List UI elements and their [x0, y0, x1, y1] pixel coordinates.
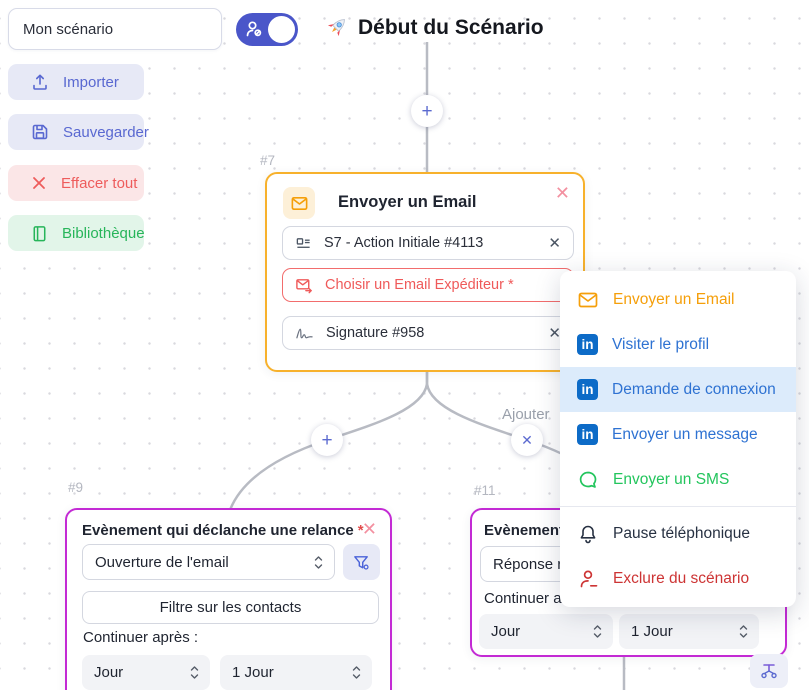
- save-button[interactable]: Sauvegarder: [8, 114, 149, 150]
- x-icon: ✕: [521, 432, 533, 448]
- scenario-name-input[interactable]: [8, 8, 222, 50]
- delay-amount-select[interactable]: 1 Jour: [619, 614, 759, 649]
- delay-amount-value: 1 Jour: [232, 664, 274, 681]
- envelope-icon: [577, 289, 599, 311]
- menu-item-label: Demande de connexion: [612, 380, 776, 398]
- envelope-arrow-icon: [295, 276, 313, 294]
- menu-divider: [560, 506, 796, 507]
- plus-icon: +: [321, 429, 333, 451]
- auto-layout-button[interactable]: [750, 654, 788, 688]
- node-id-label: #9: [68, 480, 84, 495]
- clear-field-icon[interactable]: ✕: [548, 235, 561, 252]
- chat-bubble-icon: [577, 469, 599, 491]
- chevron-updown-icon: [313, 554, 324, 571]
- chevron-updown-icon: [592, 623, 603, 640]
- page-title: Début du Scénario: [358, 15, 544, 39]
- delay-unit-select[interactable]: Jour: [479, 614, 613, 649]
- email-step-node: Envoyer un Email ✕ S7 - Action Initiale …: [265, 172, 585, 372]
- event-filter-button[interactable]: [343, 544, 380, 580]
- add-branch-button[interactable]: +: [311, 424, 343, 456]
- upload-icon: [30, 72, 50, 92]
- sender-email-select[interactable]: Choisir un Email Expéditeur *: [282, 268, 574, 302]
- add-branch-tooltip: Ajouter: [502, 406, 550, 423]
- delay-unit-value: Jour: [491, 623, 521, 640]
- insert-step-button[interactable]: +: [411, 95, 443, 127]
- menu-item-envoyer-un-email[interactable]: Envoyer un Email: [560, 277, 796, 322]
- menu-item-pause-telephonique[interactable]: Pause téléphonique: [560, 511, 796, 556]
- import-button[interactable]: Importer: [8, 64, 144, 100]
- clear-all-button-label: Effacer tout: [61, 174, 138, 192]
- tree-layout-icon: [758, 661, 780, 681]
- toggle-knob: [268, 16, 295, 43]
- linkedin-icon: in: [577, 379, 598, 400]
- contacts-filter-button[interactable]: Filtre sur les contacts: [82, 591, 379, 624]
- menu-item-label: Pause téléphonique: [613, 524, 751, 542]
- library-button-label: Bibliothèque: [62, 224, 145, 242]
- close-node-button[interactable]: ✕: [361, 519, 377, 539]
- continue-after-label: Continuer a: [484, 590, 562, 607]
- save-button-label: Sauvegarder: [63, 123, 149, 141]
- clear-all-button[interactable]: Effacer tout: [8, 165, 144, 201]
- node-title: Evènement qui déclanche une relance*: [82, 522, 364, 539]
- chevron-updown-icon: [738, 623, 749, 640]
- person-minus-icon: [577, 568, 599, 590]
- person-exclude-icon: [243, 18, 265, 40]
- delay-amount-select[interactable]: 1 Jour: [220, 655, 372, 690]
- sequence-select[interactable]: S7 - Action Initiale #4113 ✕: [282, 226, 574, 260]
- rocket-icon: [323, 14, 350, 41]
- menu-item-envoyer-un-message[interactable]: in Envoyer un message: [560, 412, 796, 457]
- menu-item-label: Exclure du scénario: [613, 569, 750, 587]
- menu-item-label: Envoyer un message: [612, 425, 758, 443]
- node-title: Evènement: [484, 522, 565, 539]
- step-action-menu: Envoyer un Email in Visiter le profil in…: [560, 271, 796, 607]
- node-id-label: #7: [260, 153, 276, 168]
- menu-item-demande-de-connexion[interactable]: in Demande de connexion: [560, 367, 796, 412]
- continue-after-label: Continuer après :: [83, 629, 199, 646]
- signature-select-value: Signature #958: [326, 325, 425, 341]
- menu-item-label: Envoyer un Email: [613, 290, 735, 308]
- signature-icon: [295, 326, 314, 341]
- sequence-select-value: S7 - Action Initiale #4113: [324, 235, 484, 251]
- x-icon: [30, 174, 48, 192]
- scenario-active-toggle[interactable]: [236, 13, 298, 46]
- delay-unit-value: Jour: [94, 664, 124, 681]
- remove-branch-button[interactable]: ✕: [511, 424, 543, 456]
- menu-item-exclure-du-scenario[interactable]: Exclure du scénario: [560, 556, 796, 601]
- trigger-event-value: Réponse r: [493, 555, 563, 573]
- required-asterisk: *: [357, 522, 364, 539]
- menu-item-envoyer-un-sms[interactable]: Envoyer un SMS: [560, 457, 796, 502]
- delay-amount-value: 1 Jour: [631, 623, 673, 640]
- delay-unit-select[interactable]: Jour: [82, 655, 210, 690]
- trigger-event-value: Ouverture de l'email: [95, 553, 229, 571]
- node-id-label: #11: [474, 483, 496, 498]
- book-icon: [30, 224, 49, 243]
- form-icon: [295, 235, 312, 252]
- filter-gear-icon: [352, 553, 371, 572]
- import-button-label: Importer: [63, 73, 119, 91]
- scenario-start-header: Début du Scénario: [323, 14, 544, 41]
- envelope-icon: [283, 187, 315, 219]
- menu-item-label: Visiter le profil: [612, 335, 710, 353]
- chevron-updown-icon: [189, 664, 200, 681]
- library-button[interactable]: Bibliothèque: [8, 215, 145, 251]
- linkedin-icon: in: [577, 334, 598, 355]
- clear-field-icon[interactable]: ✕: [548, 325, 561, 342]
- sender-email-placeholder: Choisir un Email Expéditeur *: [325, 277, 514, 293]
- chevron-updown-icon: [351, 664, 362, 681]
- plus-icon: +: [421, 100, 433, 122]
- menu-item-visiter-le-profil[interactable]: in Visiter le profil: [560, 322, 796, 367]
- trigger-event-select[interactable]: Ouverture de l'email: [82, 544, 335, 580]
- menu-item-label: Envoyer un SMS: [613, 470, 730, 488]
- linkedin-icon: in: [577, 424, 598, 445]
- node-title: Envoyer un Email: [338, 193, 477, 211]
- relaunch-trigger-node: Evènement qui déclanche une relance* ✕ O…: [65, 508, 392, 690]
- close-node-button[interactable]: ✕: [554, 183, 570, 203]
- signature-select[interactable]: Signature #958 ✕: [282, 316, 574, 350]
- floppy-icon: [30, 122, 50, 142]
- bell-icon: [577, 523, 599, 545]
